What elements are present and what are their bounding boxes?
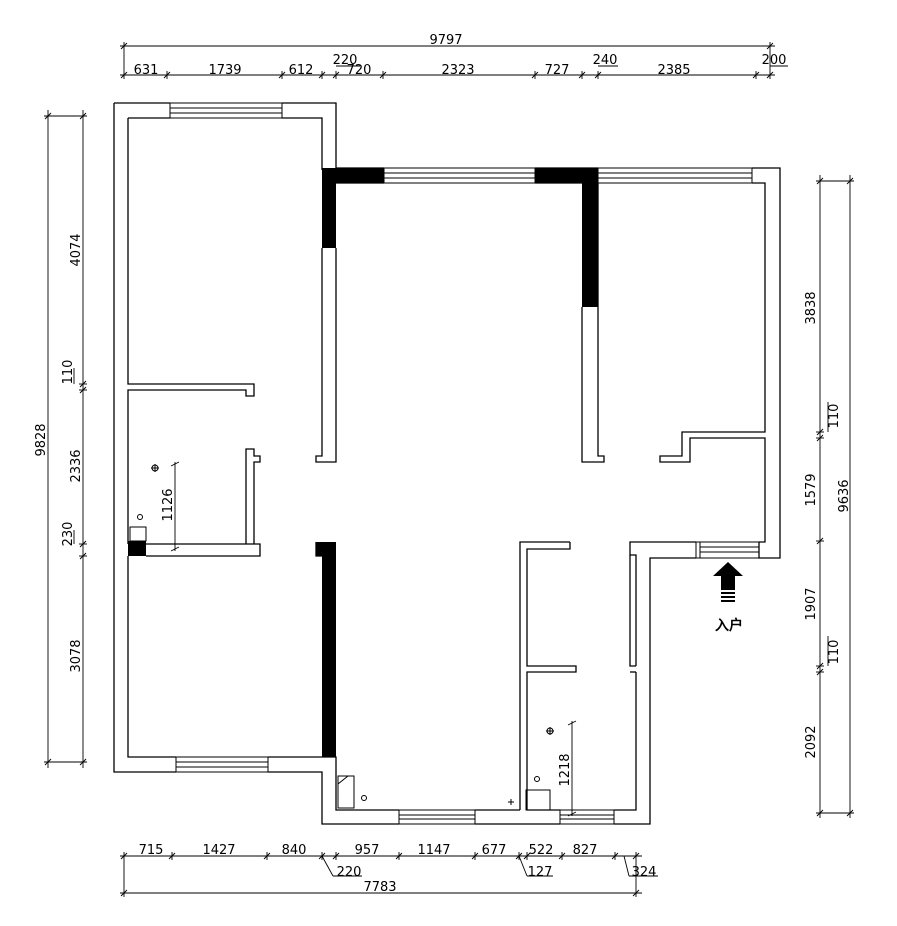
- pipe-shaft-right: [525, 776, 551, 811]
- dim-bottom-677: 677: [482, 843, 507, 858]
- dim-right-1907: 1907: [804, 587, 819, 620]
- small-plus-mark: [508, 799, 514, 805]
- top-dimension-lines: 9797 631 1739 612 220 720 2323 727 240 2…: [120, 33, 788, 79]
- structural-columns: [128, 168, 598, 757]
- dim-top-overall: 9797: [429, 33, 462, 48]
- window-bottom-right: [559, 809, 615, 825]
- dim-left-230: 230: [61, 522, 76, 547]
- walls: [113, 102, 781, 825]
- dim-top-1739: 1739: [208, 63, 241, 78]
- dim-bottom-840: 840: [282, 843, 307, 858]
- window-bottom-middle: [398, 809, 476, 825]
- dim-top-631: 631: [134, 63, 159, 78]
- dim-bottom-1427: 1427: [202, 843, 235, 858]
- dim-bottom-715: 715: [139, 843, 164, 858]
- dim-left-4074: 4074: [69, 233, 84, 266]
- dim-top-2323: 2323: [441, 63, 474, 78]
- pipe-shaft-left: [129, 514, 147, 542]
- dim-left-3078: 3078: [69, 639, 84, 672]
- dim-top-612: 612: [289, 63, 314, 78]
- entrance-door-opening: [695, 541, 760, 559]
- dim-right-2092: 2092: [804, 725, 819, 758]
- dim-bottom-220: 220: [337, 865, 362, 880]
- dim-right-3838: 3838: [804, 291, 819, 324]
- dim-right-110-bottom: 110: [827, 640, 842, 665]
- dim-left-110: 110: [61, 360, 76, 385]
- dim-bottom-957: 957: [355, 843, 380, 858]
- dim-bottom-overall: 7783: [363, 880, 396, 895]
- dim-top-240: 240: [593, 53, 618, 68]
- fixtures: [129, 464, 554, 811]
- window-top-right: [597, 167, 753, 184]
- dim-inner-1126: 1126: [161, 488, 176, 521]
- dim-bottom-1147: 1147: [417, 843, 450, 858]
- left-dimension-lines: 9828 4074 110 2336 230 3078: [34, 110, 87, 768]
- windows: [169, 102, 760, 825]
- dim-left-2336: 2336: [69, 449, 84, 482]
- dim-right-1579: 1579: [804, 473, 819, 506]
- dim-bottom-127: 127: [528, 865, 553, 880]
- dim-top-2385: 2385: [657, 63, 690, 78]
- inner-dimension-lines: 1126 1218: [161, 461, 577, 817]
- window-top-middle: [383, 167, 536, 184]
- window-bottom-left: [175, 756, 269, 773]
- pipe-shaft-center: [337, 775, 367, 809]
- dim-top-720: 720: [347, 63, 372, 78]
- floor-drain-icon: [546, 727, 554, 735]
- floor-drain-icon: [151, 464, 159, 472]
- entrance-arrow-icon: [713, 562, 743, 590]
- dim-left-overall: 9828: [34, 423, 49, 456]
- dim-top-200: 200: [762, 53, 787, 68]
- right-dimension-lines: 3838 110 1579 1907 110 2092 9636: [804, 175, 854, 818]
- dim-right-overall: 9636: [837, 479, 852, 512]
- dim-top-220: 220: [333, 53, 358, 68]
- entrance-label: 入户: [715, 617, 743, 634]
- dim-inner-1218: 1218: [558, 753, 573, 786]
- dim-bottom-522: 522: [529, 843, 554, 858]
- dim-bottom-827: 827: [573, 843, 598, 858]
- window-top-left: [169, 102, 283, 119]
- dim-bottom-324: 324: [632, 865, 657, 880]
- dim-top-727: 727: [545, 63, 570, 78]
- dim-right-110-top: 110: [827, 404, 842, 429]
- bottom-dimension-lines: 715 1427 840 957 1147 677 522 827 220 12…: [120, 843, 658, 897]
- entrance-marker: 入户: [713, 562, 743, 634]
